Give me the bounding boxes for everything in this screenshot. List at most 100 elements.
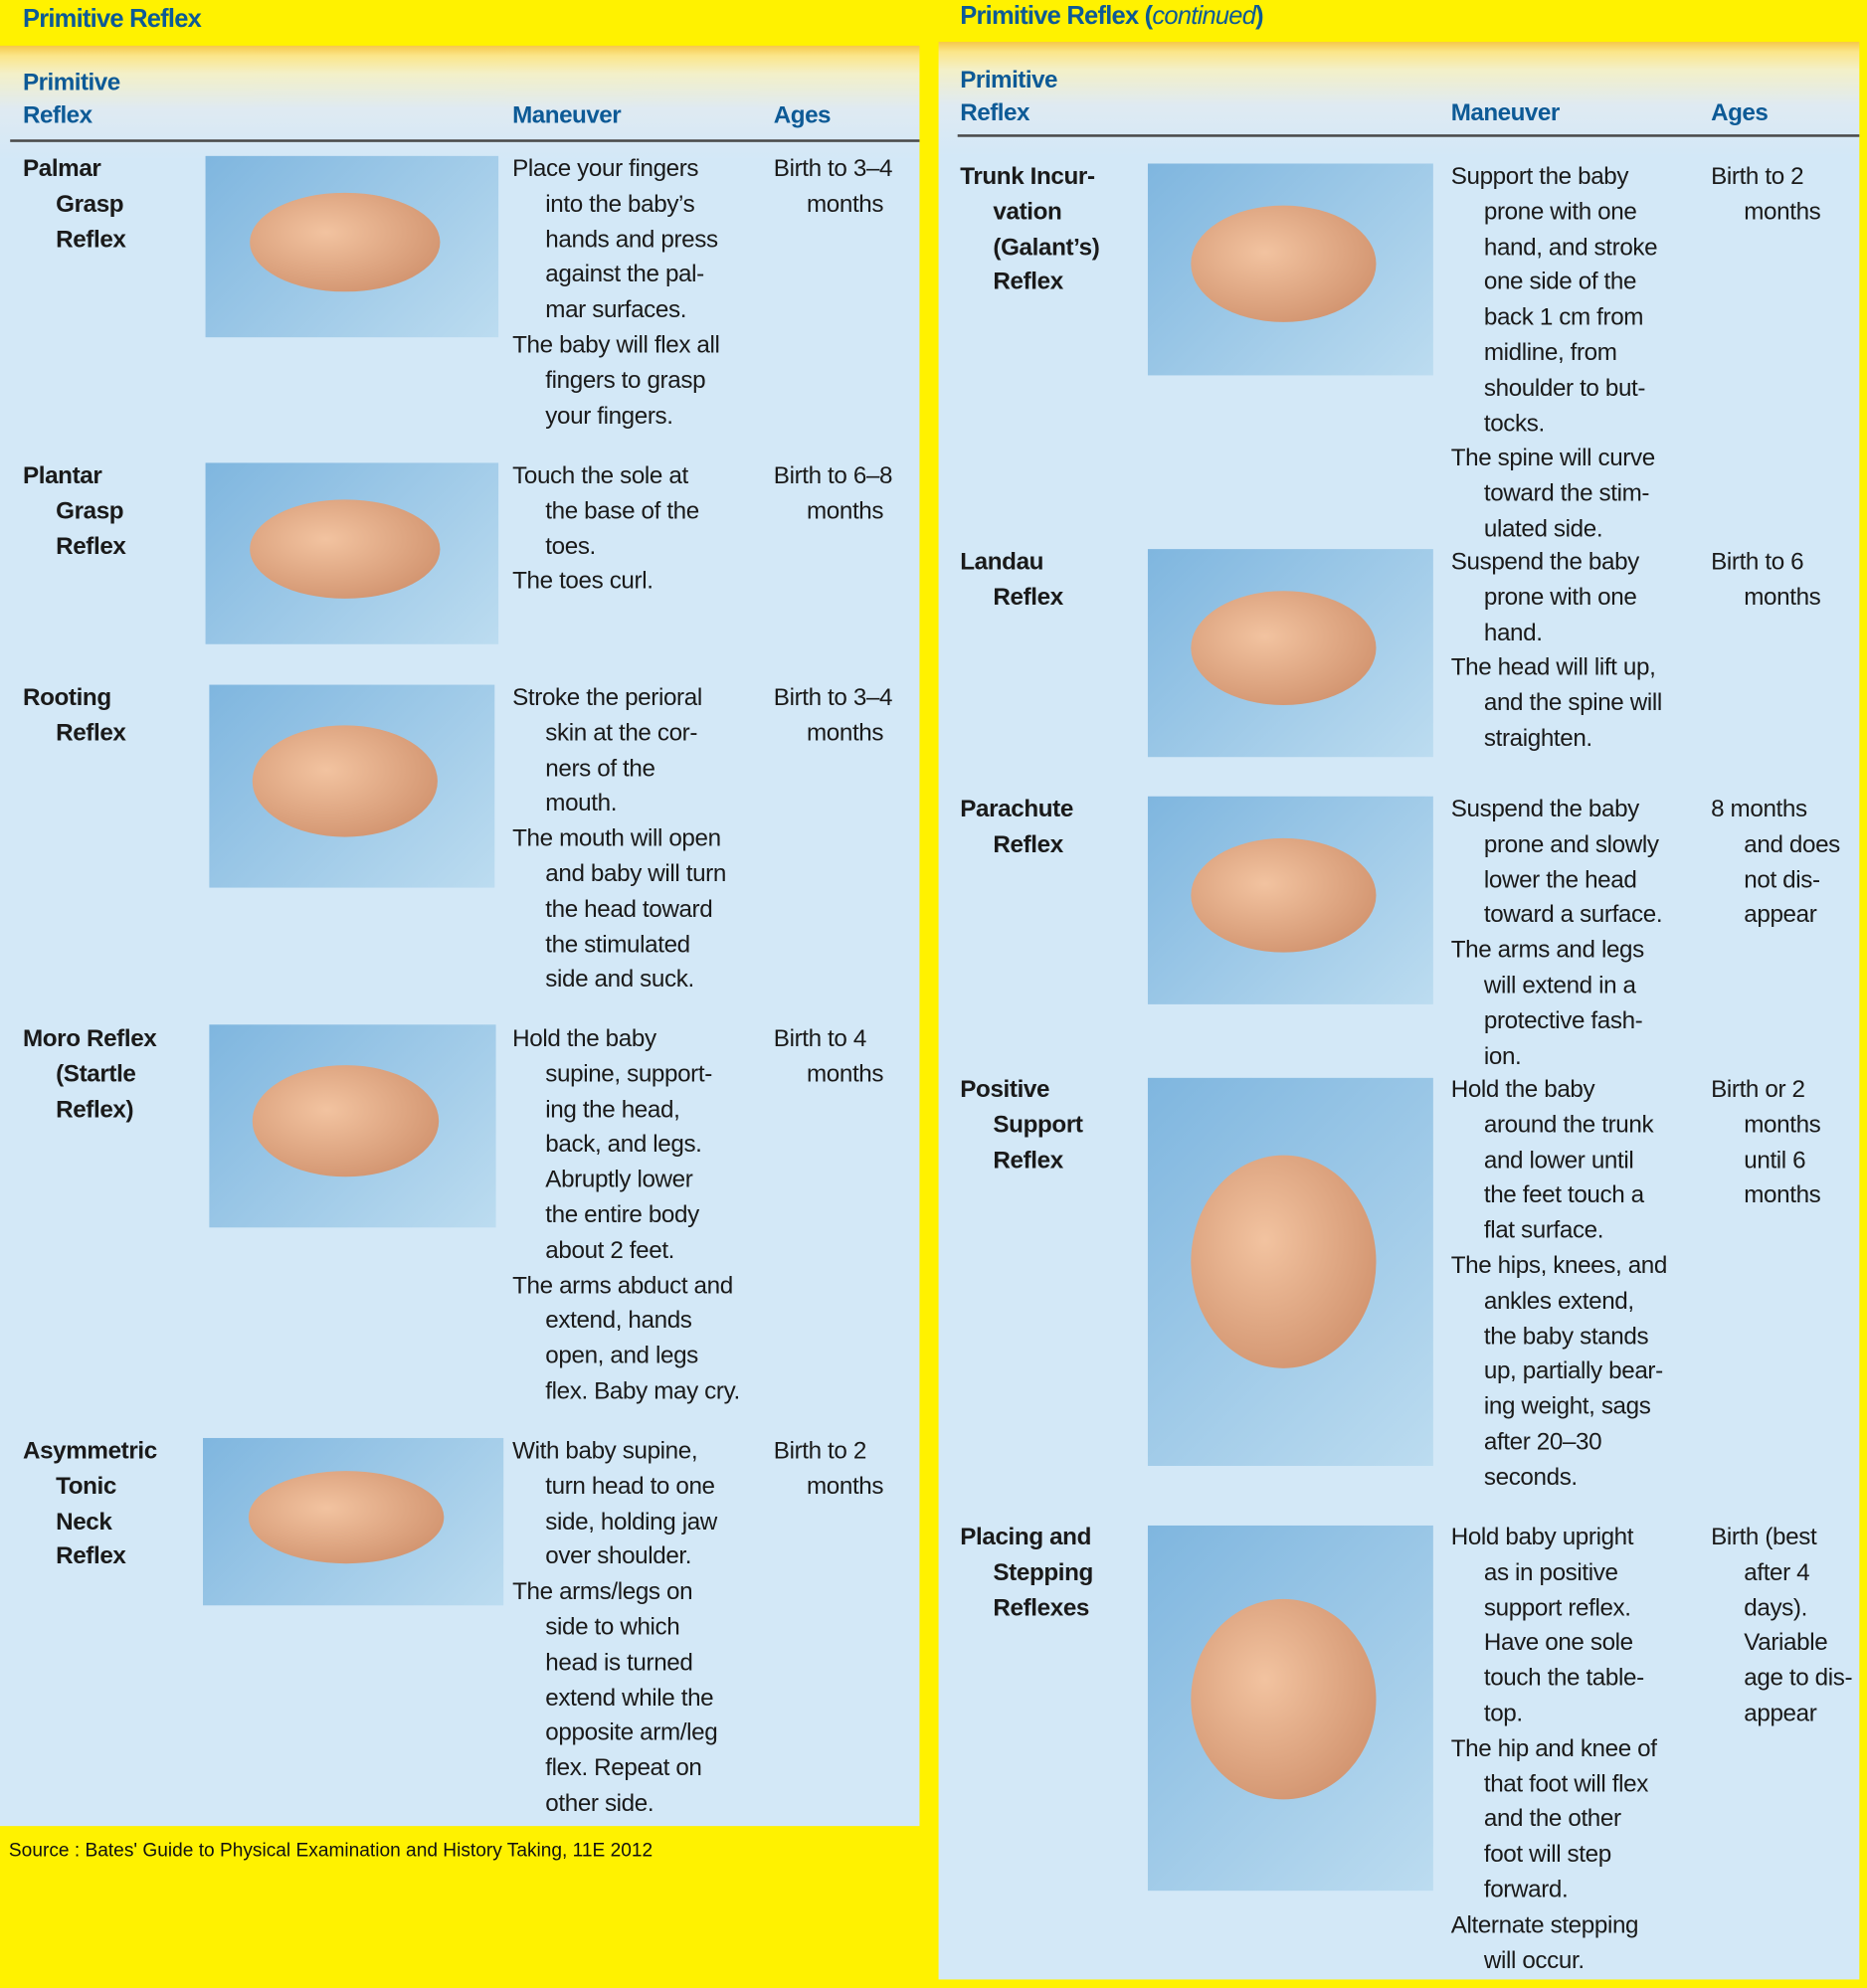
ages-text-line: 8 months bbox=[1711, 796, 1807, 823]
maneuver-text-line: midline, from bbox=[1483, 339, 1617, 367]
maneuver-text-line: against the pal- bbox=[545, 262, 704, 288]
right-page-title: Primitive Reflex (continued) bbox=[960, 2, 1263, 31]
ages-text-line: Birth to 3–4 bbox=[773, 155, 893, 183]
title-text: Primitive Reflex bbox=[22, 5, 202, 34]
maneuver-text-line: about 2 feet. bbox=[545, 1237, 675, 1264]
maneuver-text-line: will extend in a bbox=[1483, 972, 1636, 999]
ages-text-line: Birth to 6 bbox=[1711, 549, 1804, 576]
header-maneuver: Maneuver bbox=[1450, 99, 1561, 127]
header-ages: Ages bbox=[1711, 99, 1769, 127]
reflex-name-line: Reflex bbox=[56, 226, 126, 254]
baby-figure-icon bbox=[1191, 837, 1377, 953]
ages-text-line: appear bbox=[1744, 902, 1817, 929]
header-reflex-line: Reflex bbox=[960, 99, 1029, 127]
reflex-name-line: Asymmetric bbox=[22, 1437, 157, 1465]
reflex-photo bbox=[1147, 549, 1433, 758]
maneuver-text-line: ion. bbox=[1483, 1042, 1522, 1070]
maneuver-text-line: The hip and knee of bbox=[1450, 1735, 1657, 1763]
baby-figure-icon bbox=[249, 192, 441, 292]
ages-text-line: months bbox=[806, 191, 884, 219]
maneuver-text-line: lower the head bbox=[1483, 866, 1637, 894]
maneuver-text-line: hands and press bbox=[545, 226, 718, 254]
maneuver-text-line: the base of the bbox=[545, 497, 699, 525]
maneuver-text-line: flex. Repeat on bbox=[545, 1754, 702, 1782]
maneuver-text-line: support reflex. bbox=[1483, 1594, 1631, 1622]
maneuver-text-line: top. bbox=[1483, 1700, 1523, 1727]
maneuver-text-line: mar surfaces. bbox=[545, 296, 687, 324]
ages-text-line: appear bbox=[1744, 1700, 1817, 1727]
maneuver-text-line: one side of the bbox=[1483, 269, 1637, 296]
maneuver-text-line: your fingers. bbox=[545, 402, 673, 430]
maneuver-text-line: The baby will flex all bbox=[512, 332, 720, 359]
maneuver-text-line: around the trunk bbox=[1483, 1112, 1654, 1139]
maneuver-text-line: The toes curl. bbox=[512, 568, 653, 596]
maneuver-text-line: skin at the cor- bbox=[545, 719, 698, 747]
maneuver-text-line: touch the table- bbox=[1483, 1665, 1644, 1693]
ages-text-line: months bbox=[806, 719, 884, 747]
maneuver-text-line: other side. bbox=[545, 1790, 654, 1818]
maneuver-text-line: head is turned bbox=[545, 1649, 693, 1677]
reflex-photo bbox=[1147, 1525, 1433, 1892]
reflex-photo bbox=[209, 1024, 496, 1228]
maneuver-text-line: ulated side. bbox=[1483, 515, 1603, 543]
maneuver-text-line: supine, support- bbox=[545, 1060, 712, 1088]
reflex-name-line: Reflexes bbox=[993, 1594, 1090, 1622]
reflex-name-line: Reflex bbox=[993, 269, 1063, 296]
ages-text-line: Birth or 2 bbox=[1711, 1076, 1805, 1104]
ages-text-line: Birth to 2 bbox=[773, 1437, 867, 1465]
header-reflex-line: Reflex bbox=[22, 102, 93, 130]
maneuver-text-line: after 20–30 bbox=[1483, 1428, 1602, 1456]
maneuver-text-line: as in positive bbox=[1483, 1559, 1618, 1586]
left-page-title: Primitive Reflex bbox=[22, 5, 202, 34]
reflex-name-line: Reflex) bbox=[56, 1096, 134, 1124]
reflex-name-line: Trunk Incur- bbox=[960, 163, 1095, 191]
baby-figure-icon bbox=[1191, 206, 1377, 323]
reflex-name-line: Reflex bbox=[56, 1543, 126, 1571]
maneuver-text-line: mouth. bbox=[545, 790, 618, 817]
maneuver-text-line: ing the head, bbox=[545, 1096, 680, 1124]
maneuver-text-line: back, and legs. bbox=[545, 1131, 702, 1159]
maneuver-text-line: the entire body bbox=[545, 1201, 699, 1229]
reflex-name-line: (Galant’s) bbox=[993, 234, 1100, 262]
maneuver-text-line: that foot will flex bbox=[1483, 1770, 1648, 1798]
maneuver-text-line: Suspend the baby bbox=[1450, 549, 1640, 576]
ages-text-line: months bbox=[806, 497, 884, 525]
baby-figure-icon bbox=[252, 725, 438, 837]
maneuver-text-line: flat surface. bbox=[1483, 1217, 1604, 1245]
ages-text-line: age to dis- bbox=[1744, 1665, 1853, 1693]
maneuver-text-line: prone with one bbox=[1483, 584, 1637, 612]
ages-text-line: until 6 bbox=[1744, 1147, 1806, 1175]
maneuver-text-line: opposite arm/leg bbox=[545, 1719, 718, 1747]
maneuver-text-line: ners of the bbox=[545, 755, 655, 783]
maneuver-text-line: the stimulated bbox=[545, 931, 690, 959]
baby-figure-icon bbox=[1191, 1155, 1377, 1369]
maneuver-text-line: prone and slowly bbox=[1483, 831, 1659, 858]
maneuver-text-line: toes. bbox=[545, 533, 596, 561]
maneuver-text-line: Suspend the baby bbox=[1450, 796, 1640, 823]
maneuver-text-line: extend while the bbox=[545, 1685, 714, 1712]
reflex-photo bbox=[205, 462, 499, 644]
maneuver-text-line: the head toward bbox=[545, 896, 713, 923]
maneuver-text-line: ankles extend, bbox=[1483, 1288, 1634, 1315]
reflex-photo bbox=[1147, 1077, 1433, 1467]
maneuver-text-line: foot will step bbox=[1483, 1841, 1611, 1869]
maneuver-text-line: seconds. bbox=[1483, 1464, 1578, 1492]
baby-figure-icon bbox=[1191, 590, 1377, 705]
reflex-name: Trunk Incur-vation(Galant’s)Reflex bbox=[960, 160, 1100, 301]
ages-text-line: Birth to 2 bbox=[1711, 163, 1804, 191]
